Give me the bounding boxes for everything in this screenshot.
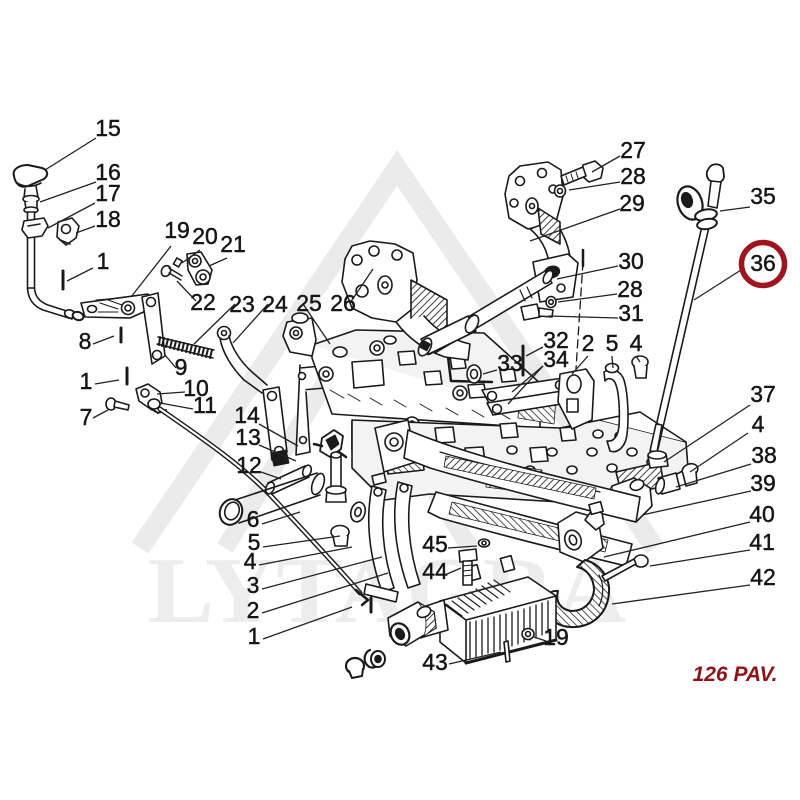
svg-text:36: 36 bbox=[750, 250, 776, 276]
svg-text:28: 28 bbox=[617, 276, 643, 302]
svg-text:5: 5 bbox=[248, 529, 261, 555]
svg-text:9: 9 bbox=[175, 354, 188, 380]
svg-text:37: 37 bbox=[750, 381, 776, 407]
svg-text:10: 10 bbox=[183, 375, 209, 401]
svg-text:2: 2 bbox=[247, 597, 260, 623]
svg-text:25: 25 bbox=[296, 290, 322, 316]
svg-text:3: 3 bbox=[247, 572, 260, 598]
svg-text:16: 16 bbox=[95, 159, 121, 185]
svg-text:45: 45 bbox=[422, 531, 448, 557]
svg-text:8: 8 bbox=[79, 328, 92, 354]
svg-text:30: 30 bbox=[618, 248, 644, 274]
svg-text:2: 2 bbox=[582, 330, 595, 356]
svg-text:15: 15 bbox=[95, 115, 121, 141]
svg-text:33: 33 bbox=[497, 350, 523, 376]
svg-text:20: 20 bbox=[192, 223, 218, 249]
svg-text:31: 31 bbox=[618, 300, 644, 326]
svg-text:22: 22 bbox=[190, 289, 216, 315]
svg-text:1: 1 bbox=[248, 623, 261, 649]
svg-text:44: 44 bbox=[422, 558, 448, 584]
svg-text:35: 35 bbox=[750, 183, 776, 209]
svg-text:19: 19 bbox=[164, 217, 190, 243]
svg-text:4: 4 bbox=[752, 411, 765, 437]
svg-text:17: 17 bbox=[95, 180, 121, 206]
svg-text:29: 29 bbox=[619, 190, 645, 216]
svg-text:26: 26 bbox=[330, 290, 356, 316]
svg-text:27: 27 bbox=[620, 137, 646, 163]
svg-text:41: 41 bbox=[749, 529, 775, 555]
svg-text:21: 21 bbox=[220, 231, 246, 257]
svg-text:32: 32 bbox=[543, 327, 569, 353]
svg-text:42: 42 bbox=[750, 564, 776, 590]
svg-text:4: 4 bbox=[630, 330, 643, 356]
svg-text:14: 14 bbox=[234, 402, 260, 428]
svg-text:6: 6 bbox=[247, 506, 260, 532]
svg-text:34: 34 bbox=[543, 346, 569, 372]
svg-text:40: 40 bbox=[749, 501, 775, 527]
svg-text:38: 38 bbox=[751, 442, 777, 468]
svg-text:23: 23 bbox=[229, 291, 255, 317]
svg-text:7: 7 bbox=[80, 404, 93, 430]
svg-text:1: 1 bbox=[97, 248, 110, 274]
svg-text:1: 1 bbox=[80, 368, 93, 394]
svg-text:24: 24 bbox=[262, 291, 288, 317]
svg-text:13: 13 bbox=[235, 424, 261, 450]
svg-text:18: 18 bbox=[95, 206, 121, 232]
svg-text:5: 5 bbox=[606, 330, 619, 356]
svg-text:39: 39 bbox=[750, 470, 776, 496]
svg-text:126 PAV.: 126 PAV. bbox=[693, 663, 778, 686]
svg-text:12: 12 bbox=[236, 452, 262, 478]
svg-text:4: 4 bbox=[244, 548, 257, 574]
svg-text:43: 43 bbox=[422, 649, 448, 675]
svg-text:11: 11 bbox=[193, 392, 217, 418]
svg-text:28: 28 bbox=[620, 163, 646, 189]
svg-text:19: 19 bbox=[543, 624, 569, 650]
